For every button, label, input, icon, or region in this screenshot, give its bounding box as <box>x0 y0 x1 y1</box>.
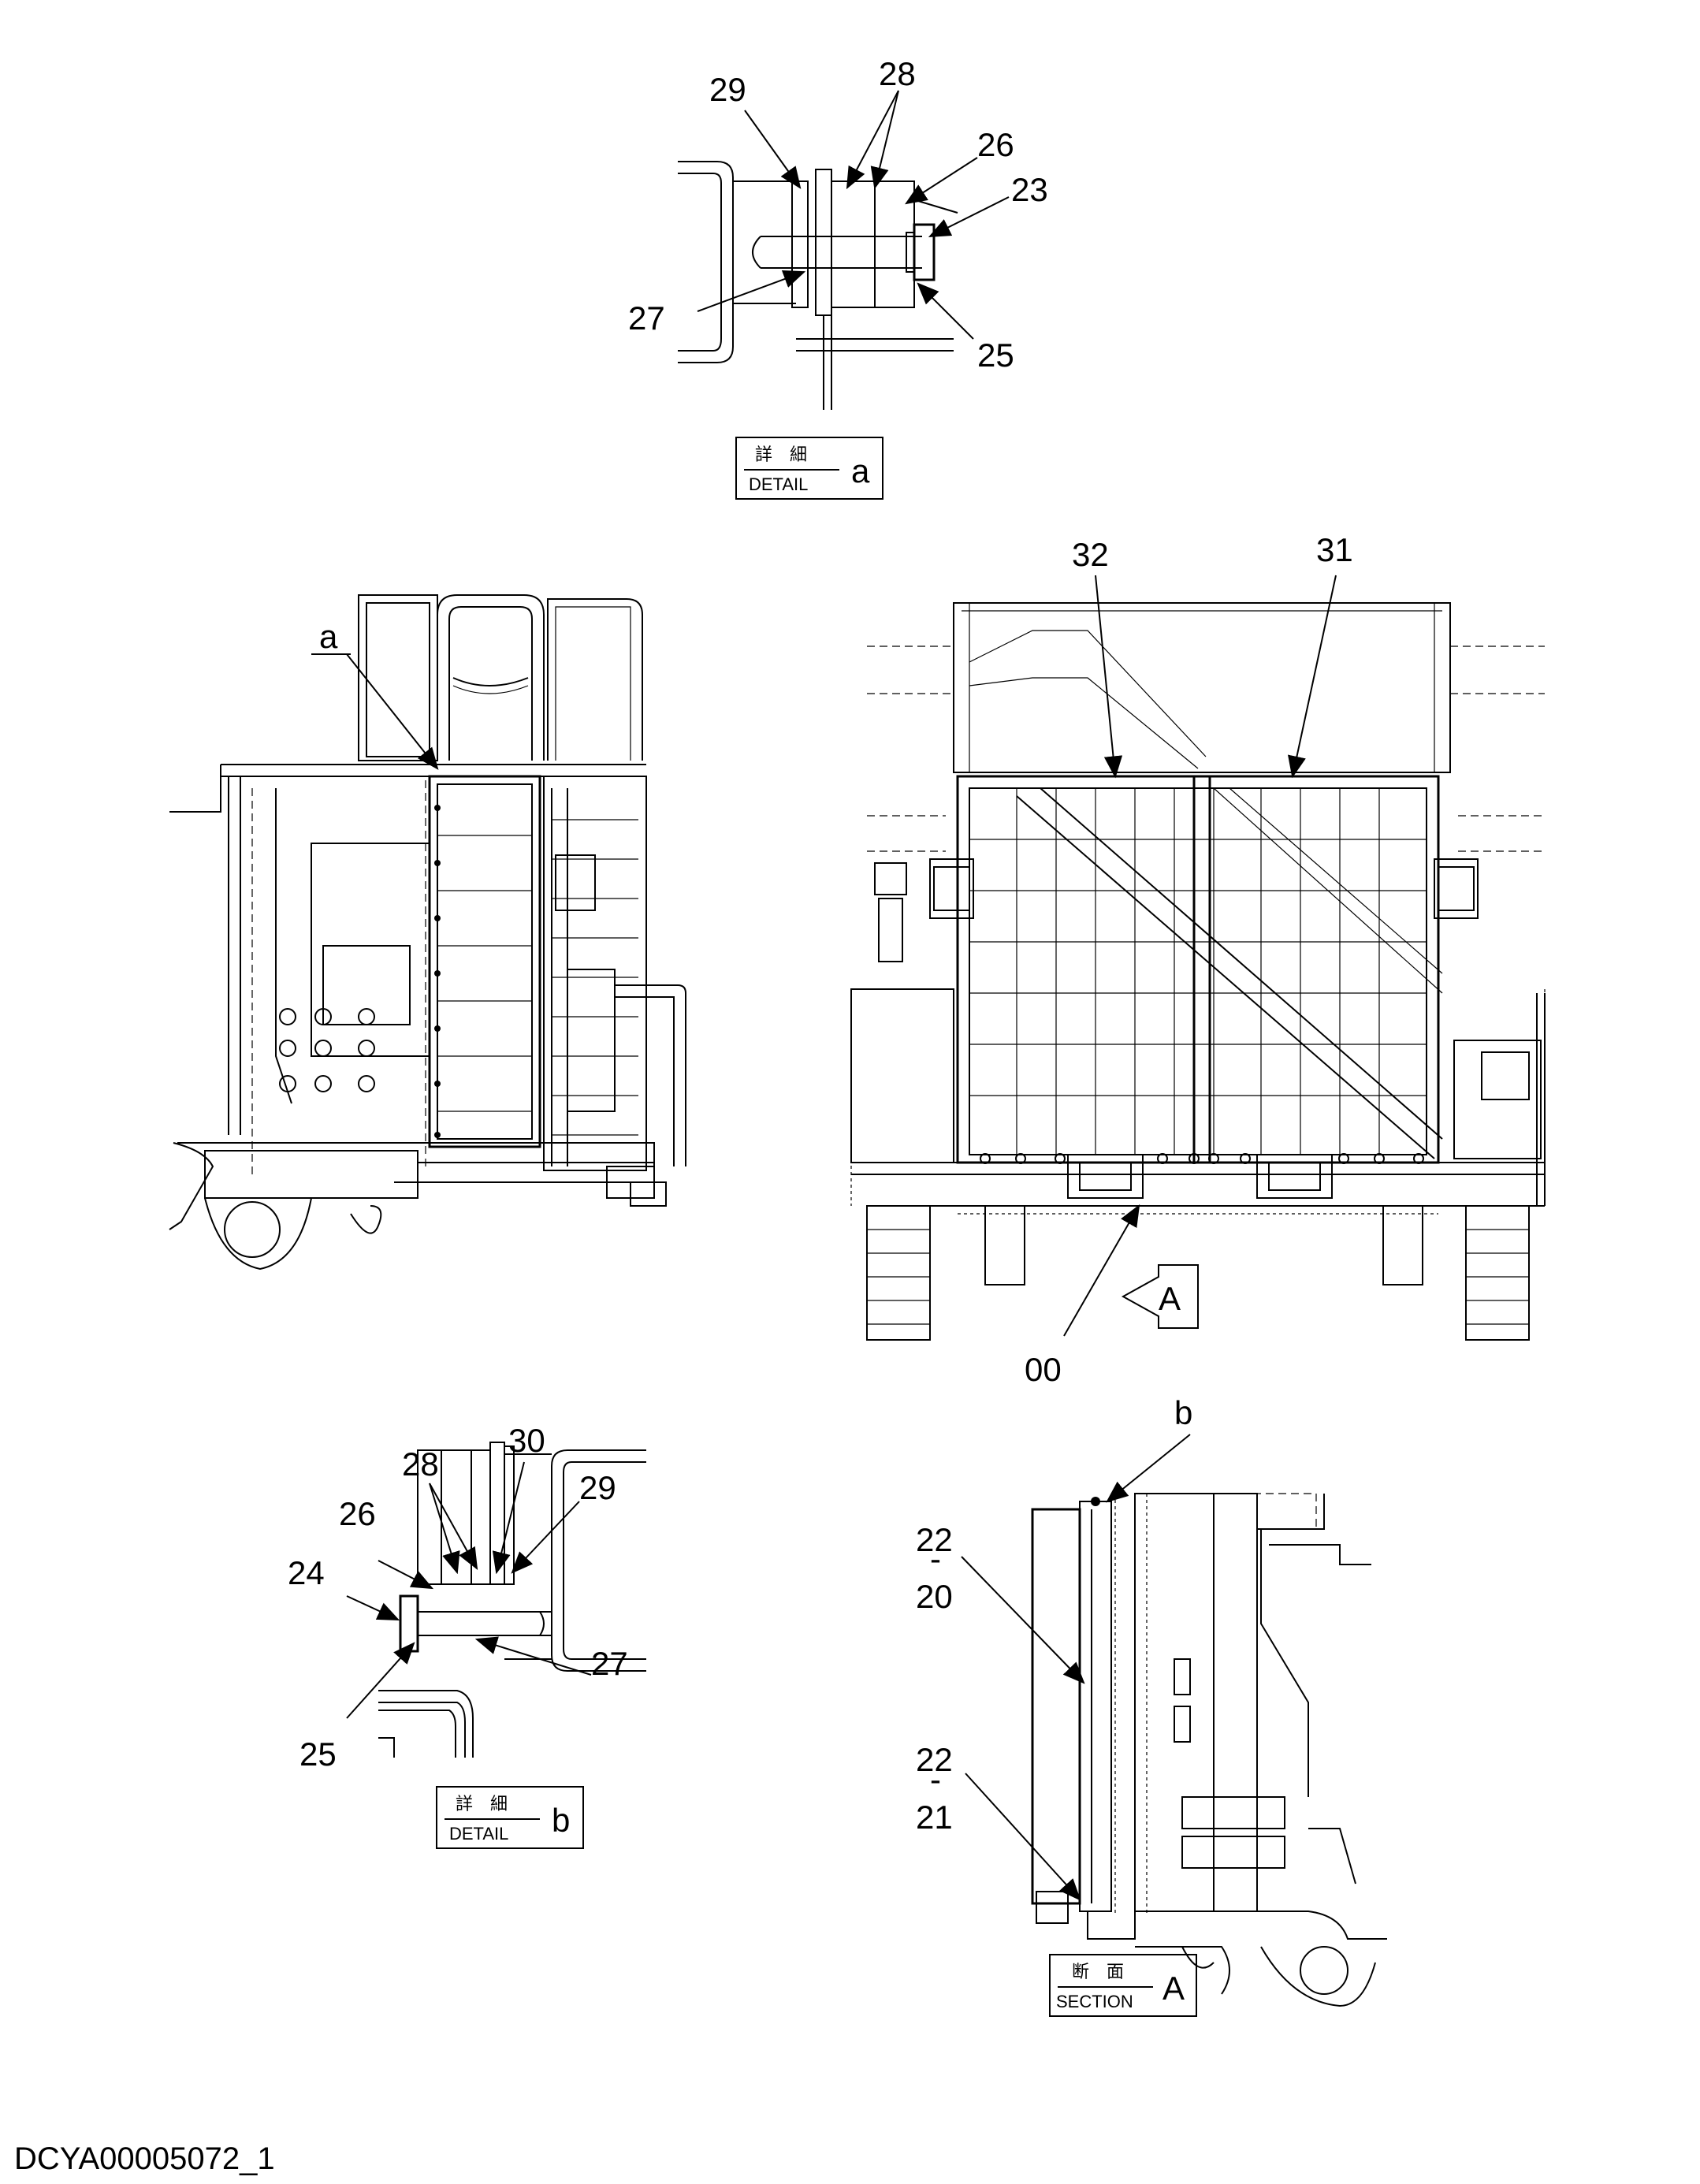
leader-32 <box>1095 575 1123 779</box>
callout-28-b: 28 <box>402 1445 439 1483</box>
detail-a-jp: 詳 細 <box>755 445 807 465</box>
leader-22-21 <box>965 1773 1081 1901</box>
callout-23-a: 23 <box>1011 171 1048 208</box>
callout-27-a: 27 <box>628 300 665 337</box>
detail-b <box>378 1442 646 1758</box>
callout-28-a: 28 <box>879 55 916 92</box>
document-id: DCYA00005072_1 <box>14 2141 275 2176</box>
callout-24-b: 24 <box>288 1554 325 1591</box>
detail-b-en: DETAIL <box>449 1824 508 1844</box>
view-arrow-letter: A <box>1159 1280 1181 1317</box>
front-view <box>850 602 1546 1341</box>
callout-b-section: b <box>1174 1394 1192 1431</box>
callout-26-b: 26 <box>339 1495 376 1532</box>
callout-32: 32 <box>1072 536 1109 573</box>
callout-20: 20 <box>916 1578 953 1615</box>
callout-29-a: 29 <box>709 71 746 108</box>
section-a-jp: 断 面 <box>1072 1963 1124 1982</box>
detail-a-label-box: 詳 細 DETAIL a <box>735 437 883 500</box>
detail-b-jp: 詳 細 <box>456 1795 508 1814</box>
section-a-en: SECTION <box>1056 1992 1133 2011</box>
callout-27-b: 27 <box>591 1645 628 1682</box>
side-view <box>169 594 686 1271</box>
callout-26-a: 26 <box>977 126 1014 163</box>
callout-31: 31 <box>1316 531 1353 568</box>
leader-00 <box>1063 1204 1140 1337</box>
callout-00: 00 <box>1025 1351 1062 1388</box>
callout-29-b: 29 <box>579 1469 616 1506</box>
leader-31 <box>1288 575 1337 779</box>
callout-22-upper: 22 <box>916 1521 953 1558</box>
detail-b-label-box: 詳 細 DETAIL b <box>436 1786 584 1849</box>
section-a-label-box: 断 面 SECTION A <box>1049 1954 1197 2017</box>
callout-25-a: 25 <box>977 337 1014 374</box>
detail-a-letter: a <box>851 452 870 489</box>
section-a <box>1031 1493 1387 2007</box>
callout-a-side: a <box>319 618 338 655</box>
callout-dash-lower: - <box>930 1761 941 1798</box>
callout-dash-upper: - <box>930 1540 941 1577</box>
detail-b-leaders <box>346 1461 592 1719</box>
detail-b-letter: b <box>552 1802 570 1839</box>
leader-a <box>346 653 439 770</box>
section-a-letter: A <box>1162 1970 1185 2007</box>
callout-21: 21 <box>916 1799 953 1836</box>
callout-30-b: 30 <box>508 1422 545 1459</box>
detail-a-leaders <box>697 90 1010 340</box>
leader-22-20 <box>961 1556 1085 1684</box>
detail-a-en: DETAIL <box>749 474 808 494</box>
detail-a <box>678 161 958 410</box>
callout-25-b: 25 <box>299 1736 337 1773</box>
callout-22-lower: 22 <box>916 1741 953 1778</box>
leader-b <box>1106 1434 1191 1503</box>
